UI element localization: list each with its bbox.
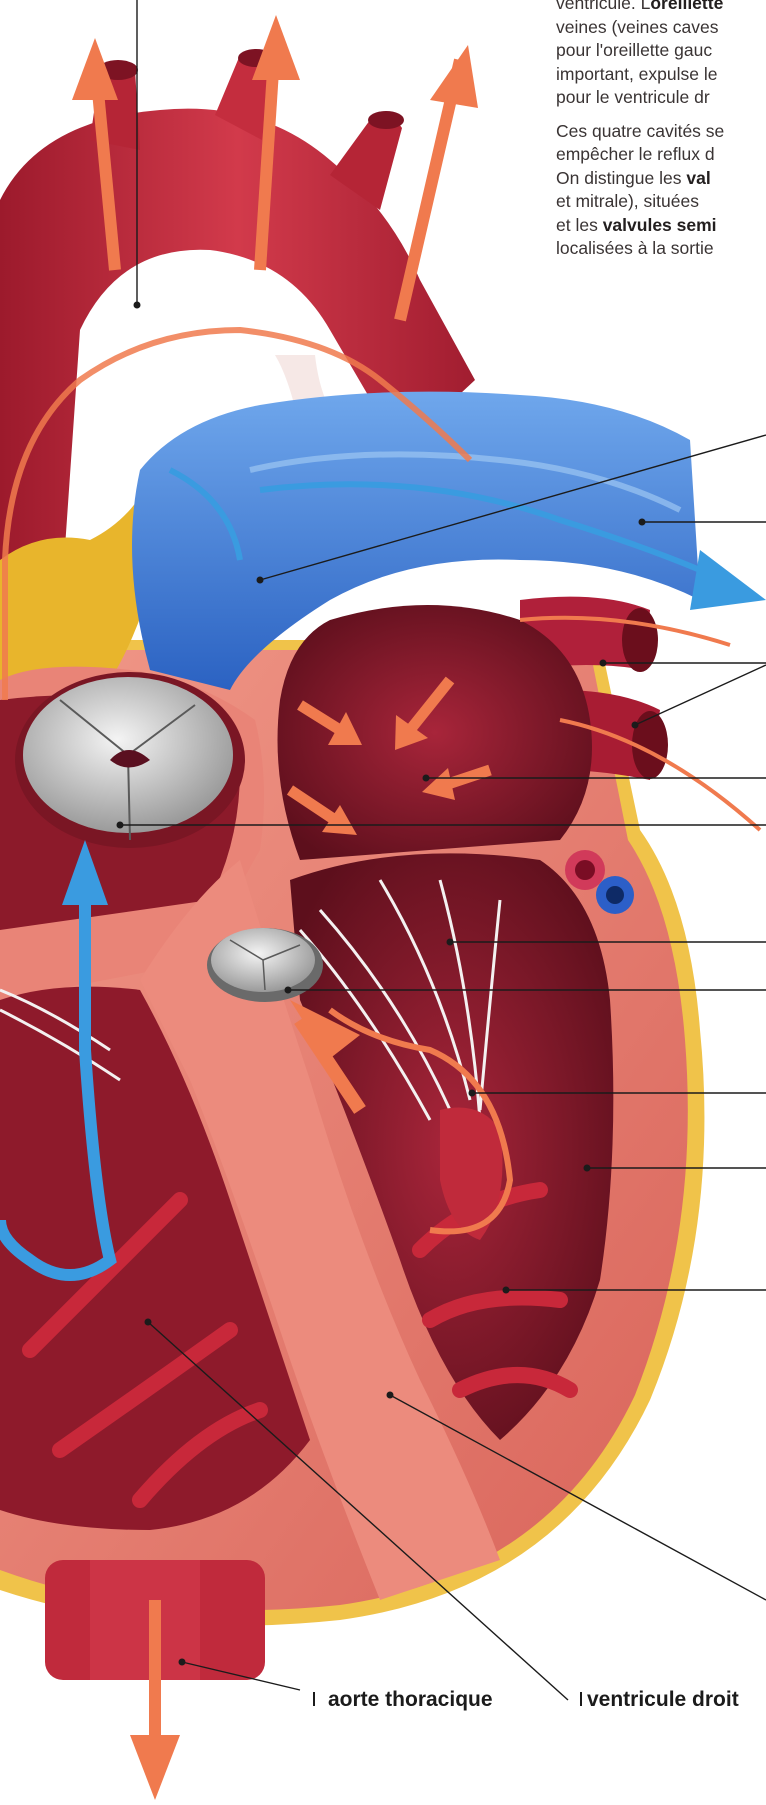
text-run: empêcher le reflux d bbox=[556, 144, 715, 164]
label-aorte-thoracique: aorte thoracique bbox=[328, 1688, 493, 1712]
text-run: ventricule. L bbox=[556, 0, 650, 13]
text-run: oreillette bbox=[650, 0, 723, 13]
text-run: et les bbox=[556, 215, 603, 235]
text-run: On distingue les bbox=[556, 168, 686, 188]
text-run: pour le ventricule dr bbox=[556, 87, 710, 107]
text-run: Ces quatre cavités se bbox=[556, 121, 724, 141]
label-ventricule-droit: ventricule droit bbox=[587, 1688, 739, 1712]
text-run: val bbox=[686, 168, 710, 188]
text-run: et mitrale), situées bbox=[556, 191, 699, 211]
text-run: veines (veines caves bbox=[556, 17, 718, 37]
text-run: valvules semi bbox=[603, 215, 717, 235]
aortic-valve bbox=[15, 672, 245, 848]
mitral-valve bbox=[207, 928, 323, 1002]
paragraph-1: ventricule. Loreillette veines (veines ca… bbox=[556, 0, 766, 110]
text-run: pour l'oreillette gauc bbox=[556, 40, 712, 60]
paragraph-2: Ces quatre cavités se empêcher le reflux … bbox=[556, 120, 766, 261]
label-tick bbox=[313, 1692, 315, 1706]
text-run: localisées à la sortie bbox=[556, 238, 714, 258]
label-tick bbox=[580, 1692, 582, 1706]
left-atrium bbox=[278, 605, 593, 860]
text-run: important, expulse le bbox=[556, 64, 717, 84]
description-text: ventricule. Loreillette veines (veines ca… bbox=[556, 0, 766, 271]
